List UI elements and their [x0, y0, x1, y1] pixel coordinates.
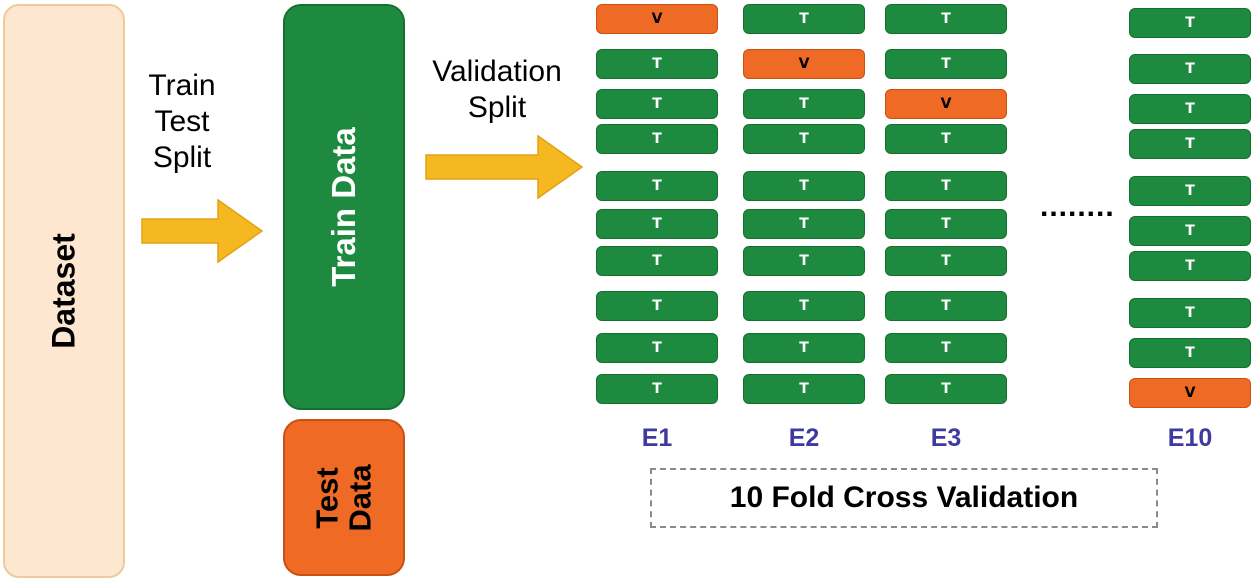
- experiment-label-e2: E2: [788, 424, 820, 452]
- train-fold-block: T: [596, 124, 718, 154]
- train-data-box: Train Data: [283, 4, 405, 410]
- split1-line-1: Train: [148, 69, 216, 102]
- validation-split-label: Validation Split: [412, 54, 582, 126]
- train-fold-block: T: [1129, 298, 1251, 328]
- train-fold-block: T: [885, 246, 1007, 276]
- ellipsis: ........: [1040, 190, 1115, 223]
- train-fold-block: T: [885, 333, 1007, 363]
- train-fold-block: T: [1129, 176, 1251, 206]
- arrow-right-icon: [425, 134, 584, 200]
- dataset-label: Dataset: [45, 233, 82, 349]
- experiment-label-e1: E1: [641, 424, 673, 452]
- test-data-line-1: Test: [309, 466, 345, 529]
- test-data-line-2: Data: [342, 463, 377, 532]
- train-fold-block: T: [1129, 251, 1251, 281]
- train-fold-block: T: [743, 291, 865, 321]
- dataset-box: Dataset: [3, 4, 125, 578]
- train-fold-block: T: [743, 209, 865, 239]
- train-fold-block: T: [1129, 216, 1251, 246]
- split2-line-2: Split: [467, 91, 527, 124]
- train-fold-block: T: [743, 246, 865, 276]
- cross-validation-box: 10 Fold Cross Validation: [650, 468, 1158, 528]
- validation-fold-block: V: [596, 4, 718, 34]
- train-fold-block: T: [596, 291, 718, 321]
- train-fold-block: T: [743, 374, 865, 404]
- experiment-label-e3: E3: [930, 424, 962, 452]
- train-fold-block: T: [1129, 8, 1251, 38]
- train-test-split-label: Train Test Split: [132, 68, 232, 176]
- train-fold-block: T: [743, 333, 865, 363]
- train-fold-block: T: [596, 89, 718, 119]
- split1-line-3: Split: [152, 141, 212, 174]
- train-fold-block: T: [596, 374, 718, 404]
- arrow-right-icon: [141, 198, 264, 264]
- train-fold-block: T: [743, 171, 865, 201]
- train-fold-block: T: [885, 124, 1007, 154]
- split2-line-1: Validation: [432, 55, 562, 88]
- cross-validation-label: 10 Fold Cross Validation: [729, 481, 1079, 514]
- train-data-label: Train Data: [325, 127, 362, 287]
- train-fold-block: T: [885, 374, 1007, 404]
- experiment-label-e10: E10: [1167, 424, 1213, 452]
- train-fold-block: T: [885, 171, 1007, 201]
- split1-line-2: Test: [154, 105, 210, 138]
- test-data-label: Test Data: [309, 463, 377, 532]
- train-fold-block: T: [596, 246, 718, 276]
- train-fold-block: T: [596, 49, 718, 79]
- train-fold-block: T: [596, 171, 718, 201]
- validation-fold-block: V: [743, 49, 865, 79]
- train-fold-block: T: [743, 124, 865, 154]
- train-fold-block: T: [596, 209, 718, 239]
- train-fold-block: T: [885, 49, 1007, 79]
- train-fold-block: T: [885, 209, 1007, 239]
- train-fold-block: T: [743, 4, 865, 34]
- validation-fold-block: V: [1129, 378, 1251, 408]
- train-fold-block: T: [1129, 94, 1251, 124]
- test-data-box: Test Data: [283, 419, 405, 576]
- train-fold-block: T: [743, 89, 865, 119]
- validation-fold-block: V: [885, 89, 1007, 119]
- train-fold-block: T: [596, 333, 718, 363]
- train-fold-block: T: [1129, 129, 1251, 159]
- train-fold-block: T: [1129, 338, 1251, 368]
- train-fold-block: T: [885, 4, 1007, 34]
- train-fold-block: T: [885, 291, 1007, 321]
- train-fold-block: T: [1129, 54, 1251, 84]
